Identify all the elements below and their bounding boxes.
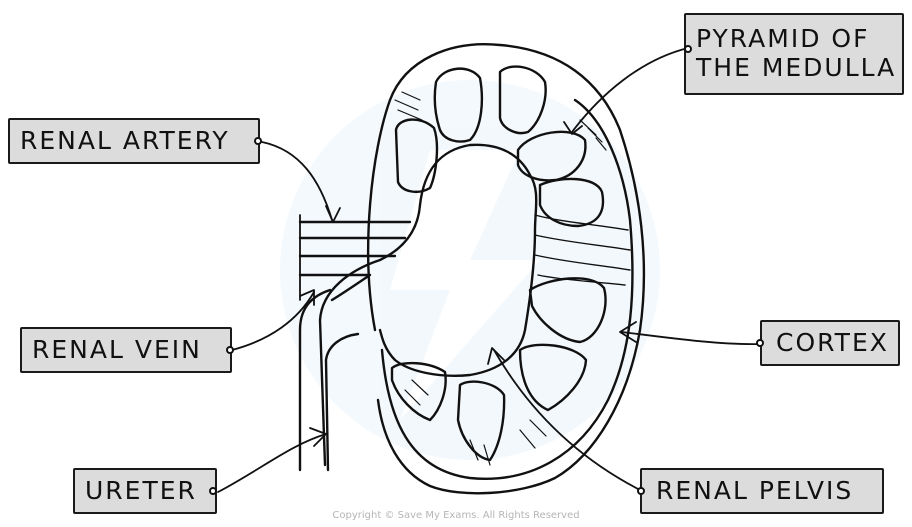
label-cortex: CORTEX xyxy=(760,320,900,366)
label-renal-vein-text: RENAL VEIN xyxy=(32,336,202,365)
connector-dot-renal-pelvis xyxy=(637,487,645,495)
label-cortex-text: CORTEX xyxy=(776,329,889,358)
label-renal-vein: RENAL VEIN xyxy=(20,327,232,373)
label-pyramid-line2: THE MEDULLA xyxy=(696,54,896,83)
label-renal-pelvis-text: RENAL PELVIS xyxy=(656,477,853,506)
label-renal-pelvis: RENAL PELVIS xyxy=(640,468,884,514)
label-renal-artery-text: RENAL ARTERY xyxy=(20,127,230,156)
copyright-notice: Copyright © Save My Exams. All Rights Re… xyxy=(0,510,912,521)
connector-dot-cortex xyxy=(756,339,764,347)
connector-dot-ureter xyxy=(209,487,217,495)
label-renal-artery: RENAL ARTERY xyxy=(8,118,260,164)
connector-dot-renal-artery xyxy=(254,137,262,145)
connector-dot-renal-vein xyxy=(226,346,234,354)
pointer-pyramid xyxy=(572,48,688,132)
pointer-ureter xyxy=(218,434,326,492)
connector-dot-pyramid xyxy=(684,45,692,53)
label-pyramid-line1: PYRAMID OF xyxy=(696,25,869,54)
label-ureter-text: URETER xyxy=(85,477,197,506)
label-ureter: URETER xyxy=(73,468,217,514)
label-pyramid-of-medulla: PYRAMID OF THE MEDULLA xyxy=(684,13,904,95)
watermark-logo xyxy=(280,80,660,460)
